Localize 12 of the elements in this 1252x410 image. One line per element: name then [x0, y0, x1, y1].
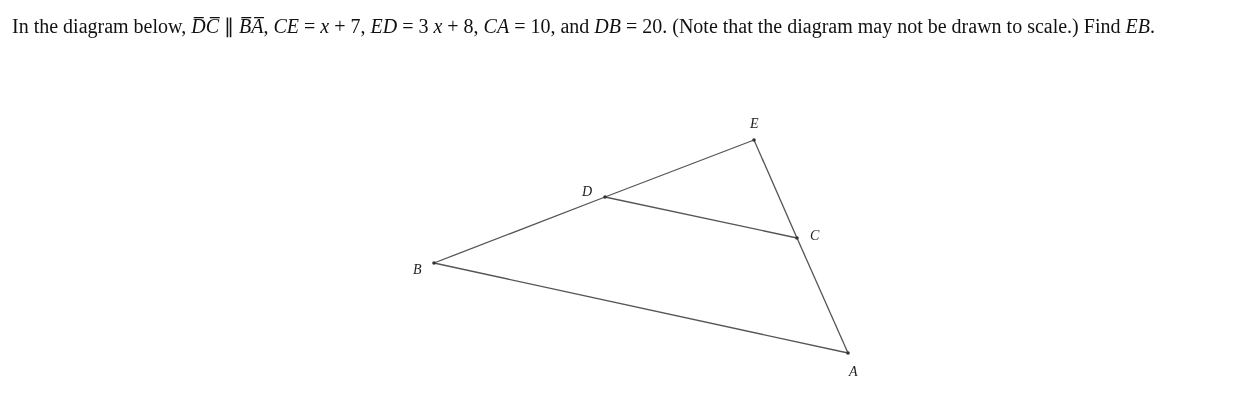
line-segment: [433, 262, 849, 354]
vertex-label: D: [582, 185, 593, 199]
line-segment: [604, 139, 755, 198]
line-segment: [753, 139, 798, 239]
line-segment: [796, 237, 849, 354]
vertex-label: B: [413, 263, 422, 277]
problem-text: In the diagram below, D̅C̅ ∥ B̅A̅, CE = x + 7, ED = 3 x + 8, CA = 10, and DB = 20. (Note that the diagram may not be drawn to scale.) Find EB.: [12, 14, 1156, 38]
vertex-label: C: [810, 229, 820, 243]
vertex-label: A: [849, 365, 858, 379]
line-segment: [433, 196, 606, 264]
vertex-label: E: [750, 117, 759, 131]
line-segment: [604, 196, 798, 239]
